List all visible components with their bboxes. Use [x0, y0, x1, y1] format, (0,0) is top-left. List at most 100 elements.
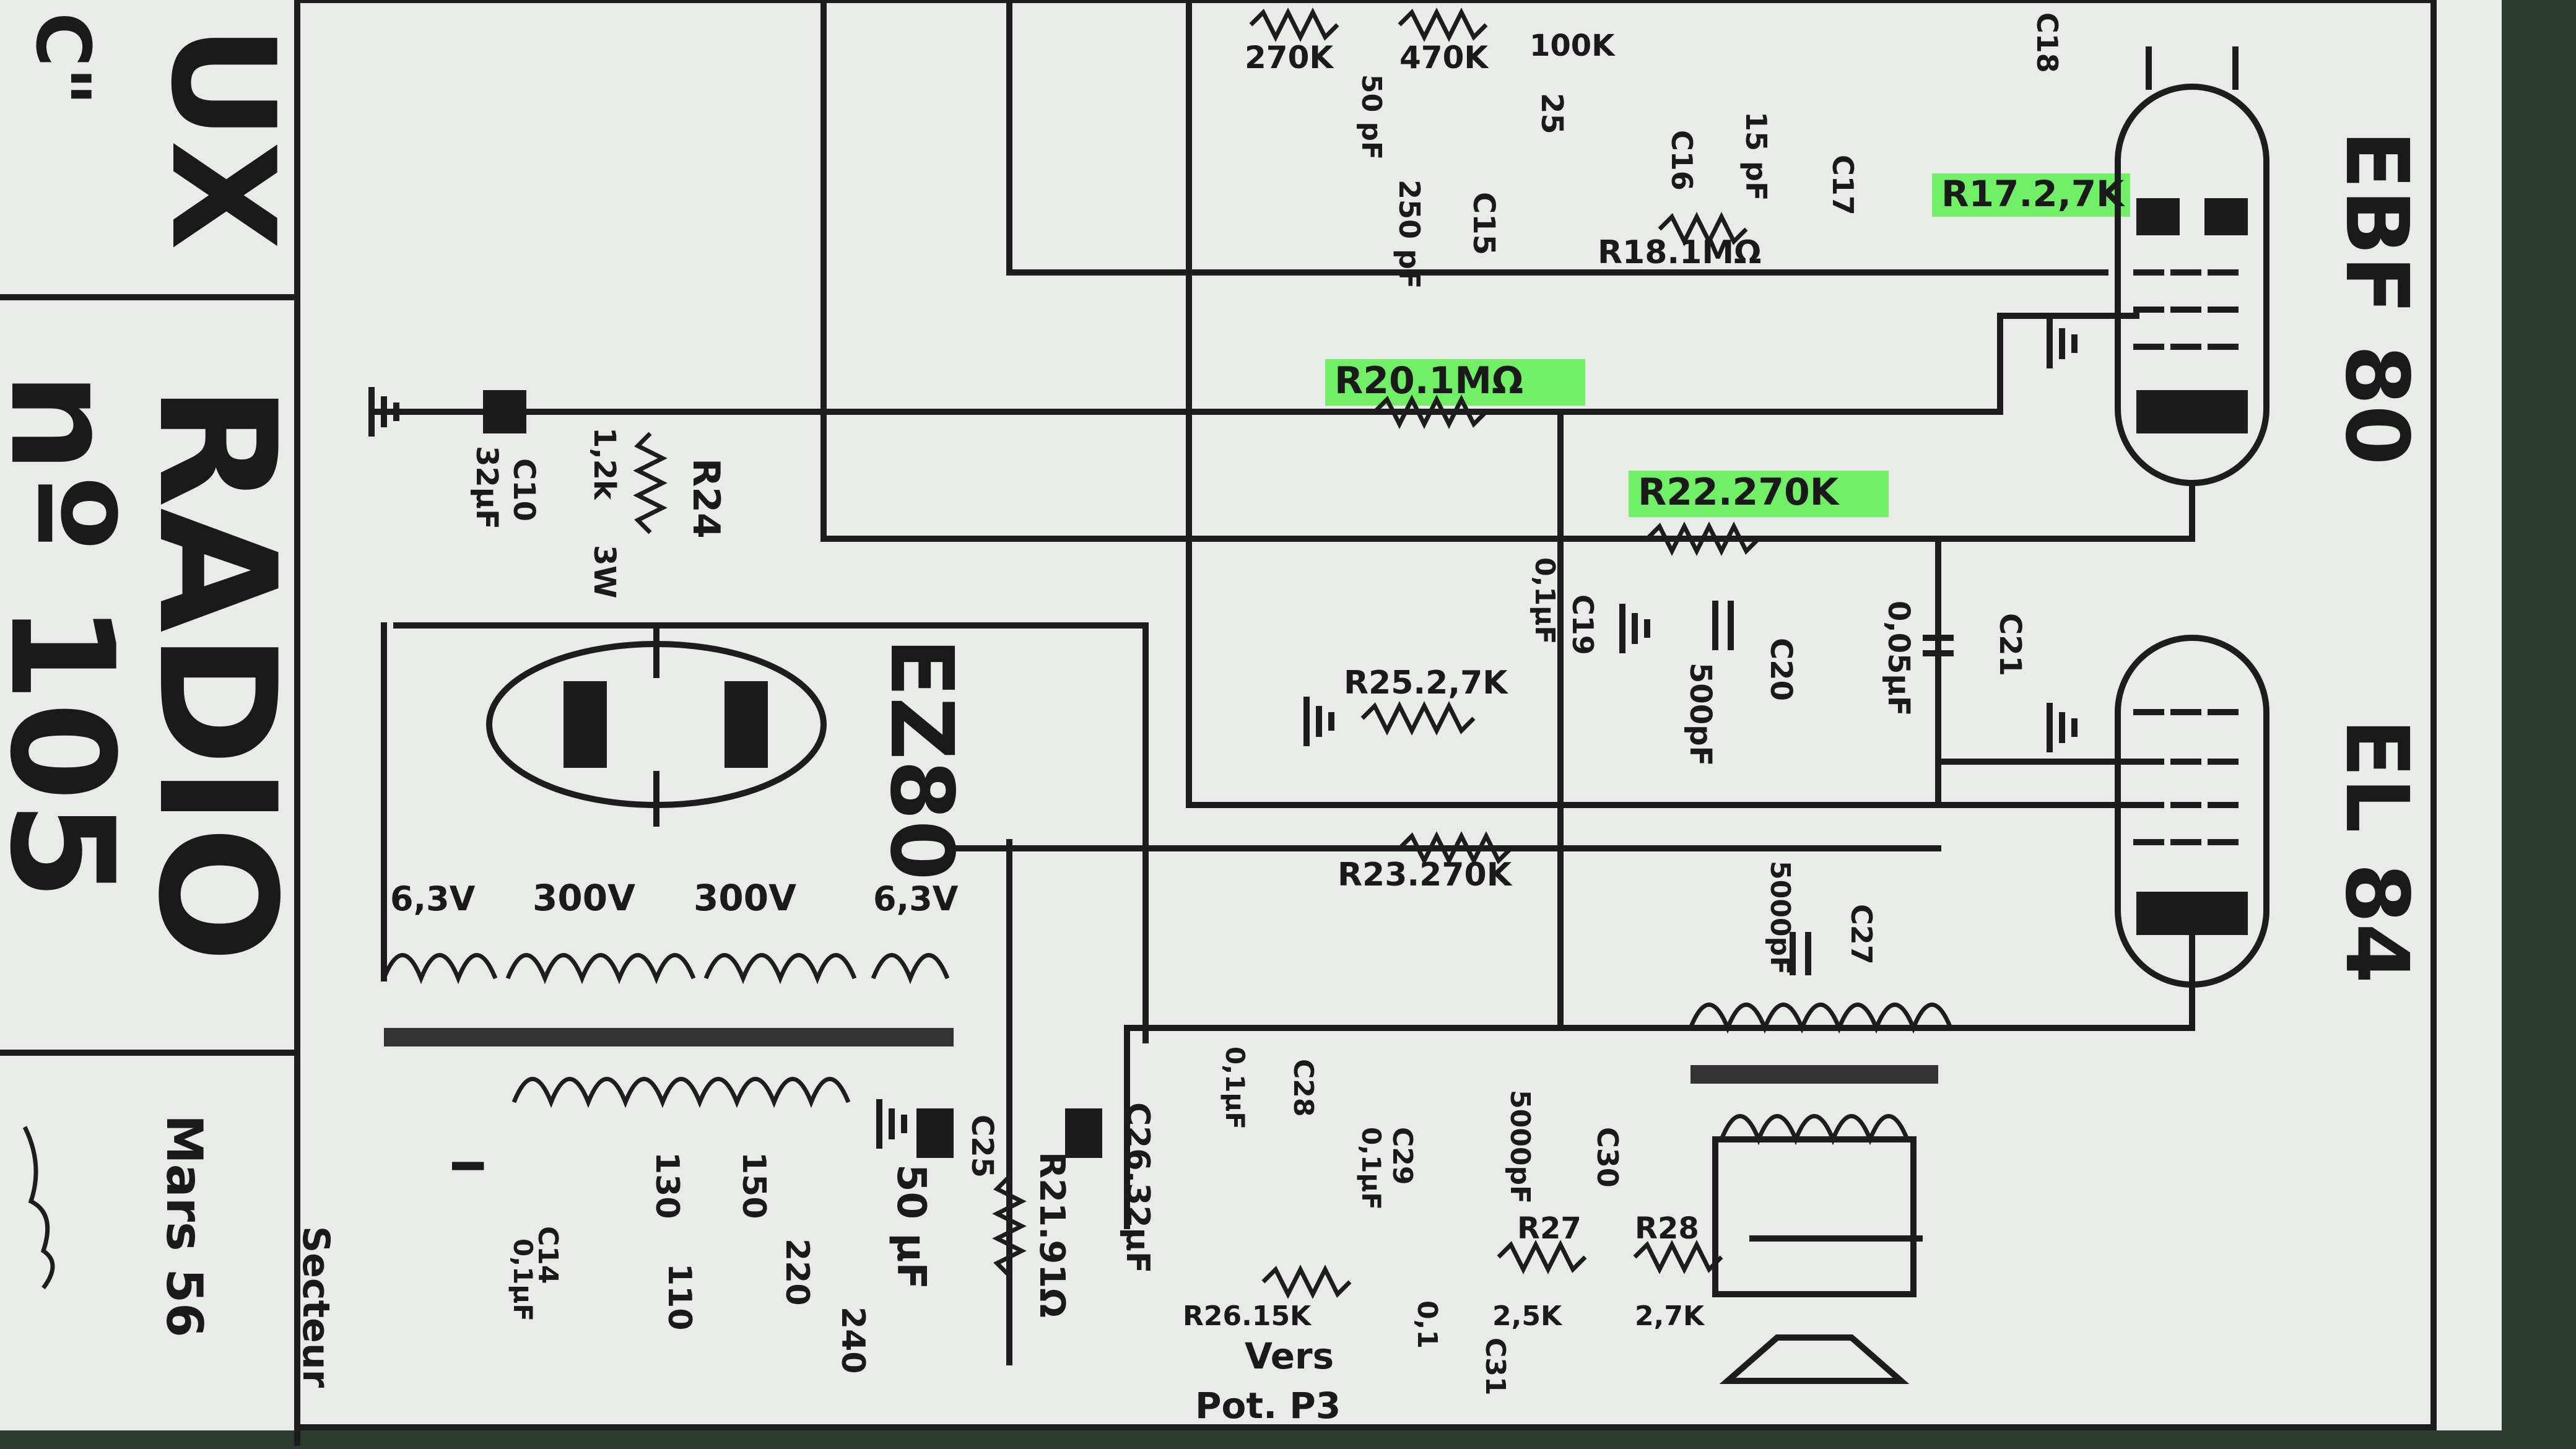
label-300v-a: 300V [533, 877, 635, 919]
label-c31-val: 0,1 [1411, 1300, 1443, 1349]
label-c20: C20 [1764, 638, 1798, 701]
resistor-r21 [992, 1175, 1027, 1277]
label-r24: R24 [684, 458, 728, 539]
label-vers: Vers [1245, 1335, 1334, 1377]
label-switch: I [442, 1158, 492, 1174]
label-r21: R21.91Ω [1032, 1152, 1072, 1318]
label-c27: C27 [1845, 904, 1878, 965]
label-tap-110: 110 [661, 1263, 698, 1331]
label-tap-130: 130 [648, 1152, 685, 1219]
label-r27: R27 [1517, 1211, 1582, 1246]
label-15pf: 15 pF [1739, 111, 1773, 201]
highlight-r22 [1629, 471, 1889, 517]
ground-ebf80 [2047, 319, 2078, 368]
ground-c10 [368, 387, 399, 437]
title-date: Mars 56 [155, 1115, 213, 1338]
label-c15-val: 250 pF [1393, 180, 1426, 289]
label-c18: C18 [2030, 12, 2064, 73]
label-c25-val: 50 µF [888, 1164, 934, 1289]
loudspeaker-icon [1719, 1334, 1910, 1384]
resistor-r23 [1398, 831, 1513, 866]
resistor-r25 [1360, 701, 1476, 736]
label-c14: C14 [532, 1226, 564, 1284]
label-6v3-b: 6,3V [873, 879, 959, 918]
table-edge [2502, 0, 2576, 1449]
label-c30-val: 5000pF [1504, 1090, 1536, 1204]
highlight-r17 [1932, 173, 2130, 217]
output-transformer [1688, 1003, 1953, 1297]
label-c16: C16 [1665, 130, 1699, 191]
label-c19: C19 [1566, 594, 1599, 655]
ground-c25 [876, 1099, 907, 1149]
label-r23: R23.270K [1338, 856, 1513, 894]
label-c19-val: 0,1µF [1529, 557, 1560, 644]
tube-el84 [2115, 635, 2269, 988]
label-top-470k: 470K [1399, 40, 1489, 76]
label-top-270k: 270K [1245, 40, 1334, 76]
label-c28: C28 [1287, 1059, 1319, 1117]
wiring [368, 0, 2195, 1365]
label-c31: C31 [1479, 1338, 1511, 1396]
label-c20-val: 500pF [1683, 663, 1718, 766]
resistor-r27 [1497, 1240, 1587, 1274]
capacitor-symbols [483, 390, 1954, 1158]
cap-c26 [1065, 1108, 1102, 1158]
resistor-r18 [1658, 212, 1748, 246]
title-brand-fragment: UX [139, 25, 305, 250]
title-radio: RADIO [123, 384, 310, 963]
ground-symbols [368, 319, 2078, 1149]
resistor-r28 [1633, 1240, 1723, 1274]
label-c27-val: 5000pF [1764, 861, 1796, 975]
label-c29: C29 [1386, 1127, 1418, 1185]
label-top-25: 25 [1534, 93, 1569, 134]
label-r17: R17.2,7K [1941, 173, 2125, 215]
label-c28-val: 0,1µF [1220, 1046, 1250, 1129]
tube-ebf80 [2115, 46, 2269, 486]
label-r25: R25.2,7K [1344, 664, 1508, 702]
title-quote-fragment: C" [19, 12, 105, 106]
label-r20: R20.1MΩ [1334, 359, 1523, 402]
label-300v-b: 300V [694, 877, 796, 919]
label-r24-watts: 3W [587, 545, 622, 598]
label-tap-220: 220 [778, 1238, 816, 1306]
label-c26: C26.32µF [1119, 1102, 1156, 1273]
label-r24-val: 1,2k [587, 427, 622, 500]
label-c10-val: 32µF [469, 446, 504, 529]
label-c29-val: 0,1µF [1356, 1127, 1386, 1210]
diagram-frame [294, 0, 2437, 1430]
label-c21-val: 0,05µF [1881, 601, 1916, 716]
resistor-top-470 [1398, 7, 1488, 42]
label-pot-p3: Pot. P3 [1195, 1385, 1341, 1427]
resistor-r20 [1373, 394, 1488, 429]
label-el84: EL 84 [2326, 718, 2427, 983]
power-transformer [381, 953, 954, 1108]
resistor-r26 [1261, 1264, 1352, 1299]
label-r27-val: 2,5K [1492, 1300, 1563, 1332]
cap-c10 [483, 390, 526, 433]
label-top-100k: 100K [1530, 28, 1616, 63]
ground-r25 [1303, 697, 1334, 746]
label-c10: C10 [507, 458, 541, 521]
label-c25: C25 [965, 1115, 999, 1178]
label-r18: R18.1MΩ [1598, 234, 1761, 271]
highlight-r20 [1325, 359, 1585, 406]
title-number: nº 105 [0, 372, 144, 900]
tube-ez80 [486, 622, 827, 827]
resistor-r24 [633, 432, 668, 534]
label-r28: R28 [1635, 1211, 1699, 1246]
label-c14-val: 0,1µF [508, 1238, 538, 1321]
resistor-symbols [633, 7, 1760, 1299]
label-r28-val: 2,7K [1635, 1300, 1705, 1332]
label-tap-240: 240 [834, 1307, 871, 1374]
label-50pf: 50 pF [1355, 74, 1387, 160]
ground-el84 [2047, 703, 2078, 752]
label-ez80: EZ80 [871, 638, 972, 881]
label-ebf80: EBF 80 [2326, 130, 2427, 466]
label-r26: R26.15K [1183, 1300, 1312, 1332]
label-c21: C21 [1993, 613, 2027, 676]
ground-c20 [1619, 604, 1650, 653]
label-r22: R22.270K [1638, 471, 1840, 514]
